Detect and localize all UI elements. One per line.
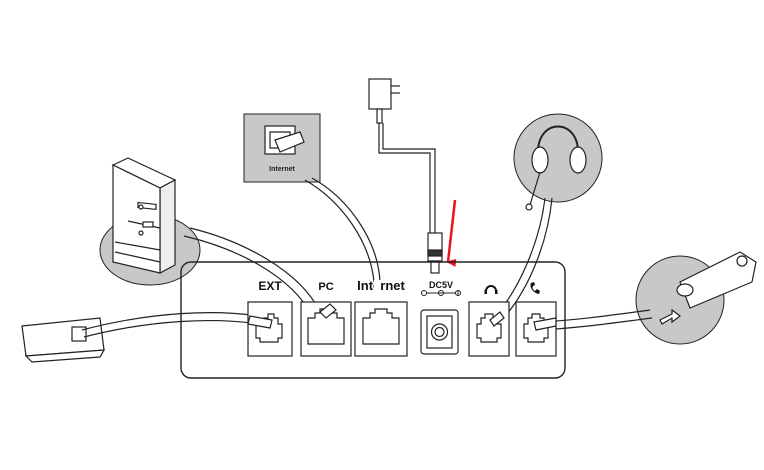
headset-port-icon (484, 285, 498, 294)
internet-callout: Internet (243, 113, 321, 183)
handset-callout (635, 251, 757, 345)
internet-jack-label: Internet (269, 166, 295, 173)
expansion-module-jack (71, 326, 87, 342)
port-dc5v[interactable] (420, 309, 459, 355)
pc-tower-icon (111, 157, 177, 274)
power-adapter-body (368, 78, 392, 110)
network-jack-icon (264, 125, 305, 155)
phone-back-panel: EXT PC Internet DC5V (180, 261, 566, 379)
handset-port-icon (530, 282, 540, 294)
power-adapter (368, 78, 443, 274)
cable-pc (189, 227, 321, 313)
headset-callout (513, 113, 603, 211)
insert-arrow (446, 199, 457, 267)
expansion-module (21, 317, 106, 363)
handset-icon-illustration (659, 251, 757, 325)
headset-callout-disc (513, 113, 603, 203)
port-headset[interactable] (468, 301, 510, 357)
port-ext[interactable] (247, 301, 293, 357)
pc-callout (99, 157, 201, 286)
port-label-pc: PC (318, 281, 333, 293)
port-label-ext: EXT (258, 279, 282, 293)
panel-outline (180, 261, 566, 379)
power-plug (427, 232, 443, 262)
port-label-internet: Internet (357, 278, 405, 293)
headset-icon (525, 125, 587, 211)
polarity-symbol-icon (421, 290, 461, 296)
port-internet[interactable] (354, 301, 408, 357)
cable-internet (304, 179, 375, 283)
port-label-dc5v: DC5V (429, 280, 453, 290)
